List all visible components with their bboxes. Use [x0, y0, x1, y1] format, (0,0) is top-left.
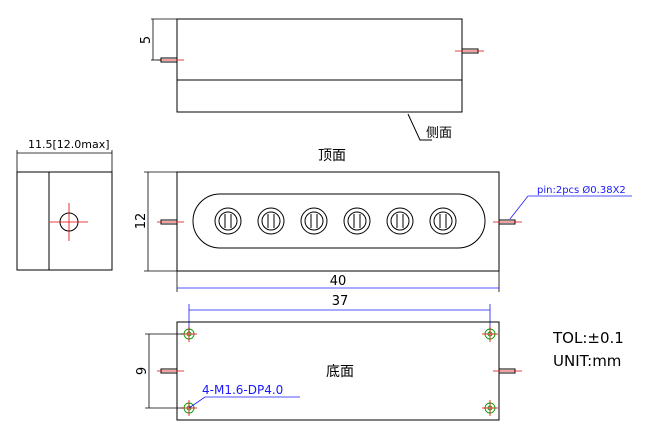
upper-profile-view: 5 侧面 — [139, 18, 484, 141]
dim-37-text: 37 — [332, 294, 349, 309]
pin-note-text: pin:2pcs Ø0.38X2 — [537, 184, 626, 196]
side-end-view: 11.5[12.0max] — [16, 138, 113, 271]
switch-window — [192, 193, 486, 249]
notes-block: TOL:±0.1 UNIT:mm — [552, 329, 624, 370]
rotary-switch-5[interactable] — [386, 207, 414, 235]
rotary-switch-1[interactable] — [214, 207, 242, 235]
dim-width-text: 11.5[12.0max] — [28, 138, 110, 151]
dim-12-text: 12 — [134, 213, 149, 230]
dim-40-text: 40 — [330, 274, 347, 289]
mount-hole-bottom-right — [482, 400, 498, 416]
rotary-switch-6[interactable] — [429, 207, 457, 235]
dim-5-text: 5 — [139, 36, 154, 44]
top-view-label: 顶面 — [318, 148, 346, 164]
pin-note-leader — [509, 195, 632, 220]
dim-9-text: 9 — [135, 367, 150, 375]
tolerance-note: TOL:±0.1 — [552, 329, 624, 347]
mount-hole-top-left — [181, 326, 197, 342]
hole-note-leader — [188, 396, 300, 409]
side-end-outline — [16, 171, 113, 271]
side-view-label: 侧面 — [426, 126, 452, 141]
unit-note: UNIT:mm — [553, 352, 621, 370]
rotary-switch-3[interactable] — [300, 207, 328, 235]
rotary-switch-2[interactable] — [257, 207, 285, 235]
rotary-switch-4[interactable] — [343, 207, 371, 235]
bottom-view-label: 底面 — [326, 364, 354, 380]
hole-note-text: 4-M1.6-DP4.0 — [202, 383, 283, 397]
bottom-view: 37 底面 9 4-M1.6-DP4.0 — [135, 294, 522, 421]
upper-body-outline — [176, 18, 463, 113]
side-label-leader — [407, 113, 432, 141]
front-top-view: 顶面 — [134, 148, 632, 292]
mount-hole-top-right — [482, 326, 498, 342]
